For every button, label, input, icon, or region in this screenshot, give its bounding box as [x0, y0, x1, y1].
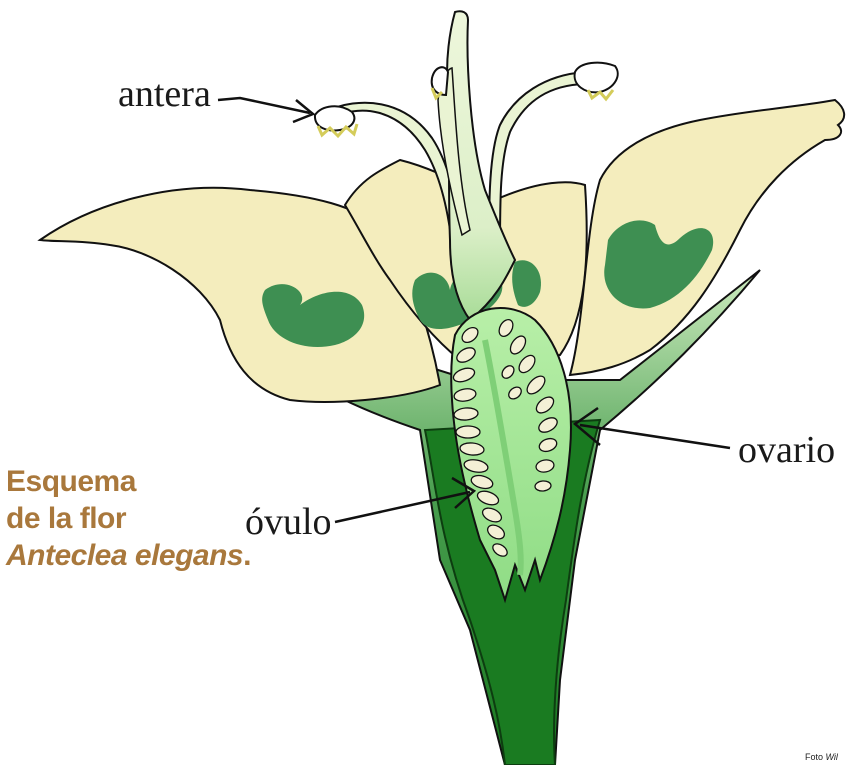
anther-left: [315, 106, 357, 136]
caption-line-3: Anteclea elegans.: [6, 537, 251, 574]
caption-line-2: de la flor: [6, 500, 251, 537]
credit-name: Wil: [826, 752, 838, 762]
label-antera: antera: [118, 73, 211, 115]
label-ovulo: óvulo: [245, 501, 332, 543]
caption-period: .: [243, 539, 251, 572]
anther-middle: [432, 67, 448, 98]
caption-species: Anteclea elegans: [6, 539, 243, 572]
label-ovario: ovario: [738, 429, 835, 471]
arrow-ovario: [580, 425, 730, 448]
credit-prefix: Foto: [805, 752, 826, 762]
anther-right: [575, 63, 618, 99]
caption: Esquema de la flor Anteclea elegans.: [6, 463, 251, 574]
photo-credit: Foto Wil: [805, 752, 838, 762]
caption-line-1: Esquema: [6, 463, 251, 500]
